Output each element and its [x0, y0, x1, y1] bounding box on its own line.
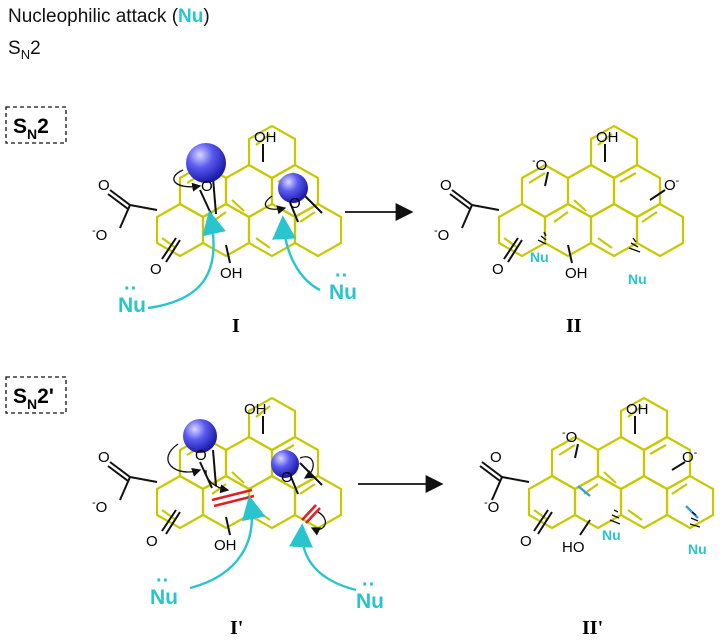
mechanism-label-sn2: SN2 — [13, 115, 49, 142]
new-double-bond-blue — [577, 485, 699, 519]
svg-text:··: ·· — [335, 265, 348, 287]
hydroxyl-group: OH — [596, 129, 619, 146]
sn2-prime-mechanism: SN2' O O OH OH — [5, 376, 715, 639]
carboxylate-oxygen: O — [98, 177, 110, 194]
nucleophile-substituent: Nu — [602, 527, 621, 543]
epoxide-oxygen-sphere — [278, 173, 308, 203]
mechanism-box-sn2-prime — [5, 376, 67, 414]
reactant-I-sheet — [155, 124, 343, 258]
stereo-hash-bonds — [537, 231, 641, 253]
oxygen-atom: O — [195, 447, 207, 464]
nucleophile-symbol: Nu — [178, 6, 204, 27]
hydroxyl-group: OH — [565, 265, 588, 282]
compound-label-II-prime: II' — [582, 617, 603, 639]
svg-text:··: ·· — [362, 574, 375, 596]
alkoxide-oxygen: -O — [532, 155, 547, 174]
ketone-oxygen: O — [520, 533, 532, 550]
sn2-mechanism: SN2 O O OH OH O -O O — [5, 106, 685, 337]
compound-label-I: I — [232, 315, 240, 337]
carboxylate-oxygen: O — [440, 177, 452, 194]
hydroxyl-group: OH — [254, 129, 277, 146]
ketone-oxygen: O — [492, 261, 504, 278]
svg-text:··: ·· — [156, 570, 169, 592]
oxygen-atom: O — [289, 195, 301, 212]
compound-label-I-prime: I' — [230, 617, 243, 639]
scheme-title: Nucleophilic attack (Nu) — [8, 6, 210, 27]
hydroxyl-group: OH — [244, 401, 267, 418]
nucleophile-label: Nu — [118, 294, 146, 317]
mechanism-label-sn2-prime: SN2' — [13, 385, 54, 412]
nucleophile-label: Nu — [329, 281, 357, 304]
nucleophile-substituent: Nu — [688, 541, 707, 557]
compound-label-II: II — [566, 315, 582, 337]
ketone-oxygen: O — [146, 533, 158, 550]
stereo-hash-bonds — [609, 509, 701, 528]
hydroxyl-group: OH — [626, 401, 649, 418]
carboxylate-oxygen: -O — [92, 497, 107, 516]
scheme-subtitle: SN2 — [8, 38, 41, 62]
product-II-bonds — [449, 144, 666, 264]
hydroxyl-group: HO — [562, 539, 585, 556]
alkoxide-oxygen: -O — [562, 427, 577, 446]
mechanism-box-sn2 — [5, 106, 67, 144]
carboxylate-oxygen: -O — [92, 225, 107, 244]
hydroxyl-group: OH — [214, 537, 237, 554]
carboxylate-oxygen: -O — [434, 225, 449, 244]
carboxylate-oxygen: -O — [484, 497, 499, 516]
oxygen-atom: O — [201, 178, 213, 195]
carboxylate-oxygen: O — [490, 449, 502, 466]
oxygen-atom: O — [281, 469, 293, 486]
ketone-oxygen: O — [150, 261, 162, 278]
nucleophile-label: Nu — [356, 590, 384, 613]
reactant-I-prime-bonds — [107, 416, 323, 536]
alkoxide-oxygen: O- — [664, 175, 680, 194]
nucleophile-substituent: Nu — [530, 249, 549, 265]
nucleophile-substituent: Nu — [628, 271, 647, 287]
alkoxide-oxygen: O- — [682, 447, 698, 466]
epoxide-oxygen-sphere — [186, 143, 226, 183]
carboxylate-oxygen: O — [98, 449, 110, 466]
epoxide-oxygen-sphere — [271, 450, 299, 478]
epoxide-oxygen-sphere — [183, 419, 217, 453]
hydroxyl-group: OH — [220, 265, 243, 282]
product-II-sheet — [497, 124, 685, 258]
product-II-prime-bonds — [479, 416, 686, 536]
svg-text:··: ·· — [124, 278, 137, 300]
nucleophile-label: Nu — [150, 586, 178, 609]
